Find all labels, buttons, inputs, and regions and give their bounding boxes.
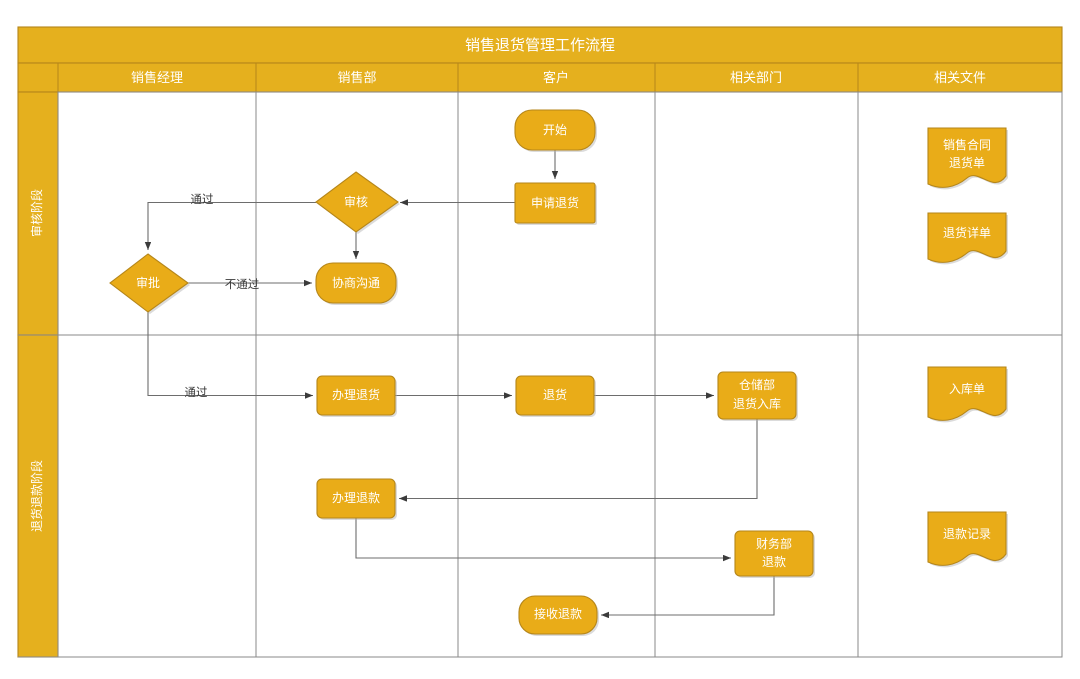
lane-label-review-stage: 审核阶段	[29, 189, 44, 237]
lane-label-column: 审核阶段 退货退款阶段	[17, 91, 59, 658]
node-doc-refund-record[interactable]: 退款记录	[927, 511, 1008, 568]
edge-refund-to-finance	[355, 518, 731, 562]
edge-finance-to-receive	[601, 576, 775, 619]
column-header-sales-manager: 销售经理	[131, 70, 183, 85]
column-header-sales-dept: 销售部	[337, 70, 376, 85]
lane-grid	[18, 91, 1063, 658]
diagram-title: 销售退货管理工作流程	[465, 37, 615, 54]
node-doc-sales-contract[interactable]: 销售合同 退货单	[927, 127, 1008, 190]
node-return-goods[interactable]: 退货	[515, 375, 596, 417]
edge-label-pass-2: 通过	[185, 386, 208, 399]
node-negotiate[interactable]: 协商沟通	[315, 262, 398, 305]
title-band: 销售退货管理工作流程	[17, 26, 1063, 64]
node-apply-return[interactable]: 申请退货	[514, 182, 597, 225]
column-header-related-docs: 相关文件	[934, 70, 986, 85]
node-process-return[interactable]: 办理退货	[316, 375, 397, 417]
edge-warehouse-to-refund	[399, 419, 758, 502]
node-doc-inbound[interactable]: 入库单	[927, 366, 1008, 423]
node-finance-refund[interactable]: 财务部 退款	[734, 530, 815, 578]
node-approve[interactable]: 审批	[109, 253, 190, 314]
nodes-layer: 开始 申请退货 审核 审批	[109, 109, 1008, 636]
node-doc-return-detail[interactable]: 退货详单	[927, 212, 1008, 265]
edges-layer: 通过 不通过 通过	[144, 150, 775, 619]
lane-label-return-refund-stage: 退货退款阶段	[29, 460, 44, 532]
edge-review-to-approve	[144, 201, 316, 250]
column-header-customer: 客户	[543, 70, 569, 85]
node-start[interactable]: 开始	[514, 109, 597, 152]
column-header-row: 销售经理 销售部 客户 相关部门 相关文件	[17, 62, 1063, 93]
node-receive-refund[interactable]: 接收退款	[518, 595, 599, 636]
edge-approve-to-process-return	[147, 312, 313, 399]
edge-label-fail: 不通过	[225, 278, 260, 291]
edge-label-pass: 通过	[191, 193, 214, 206]
node-process-refund[interactable]: 办理退款	[316, 478, 397, 520]
node-review[interactable]: 审核	[315, 171, 400, 234]
node-warehouse-in[interactable]: 仓储部 退货入库	[717, 371, 798, 421]
column-header-related-dept: 相关部门	[730, 70, 782, 85]
